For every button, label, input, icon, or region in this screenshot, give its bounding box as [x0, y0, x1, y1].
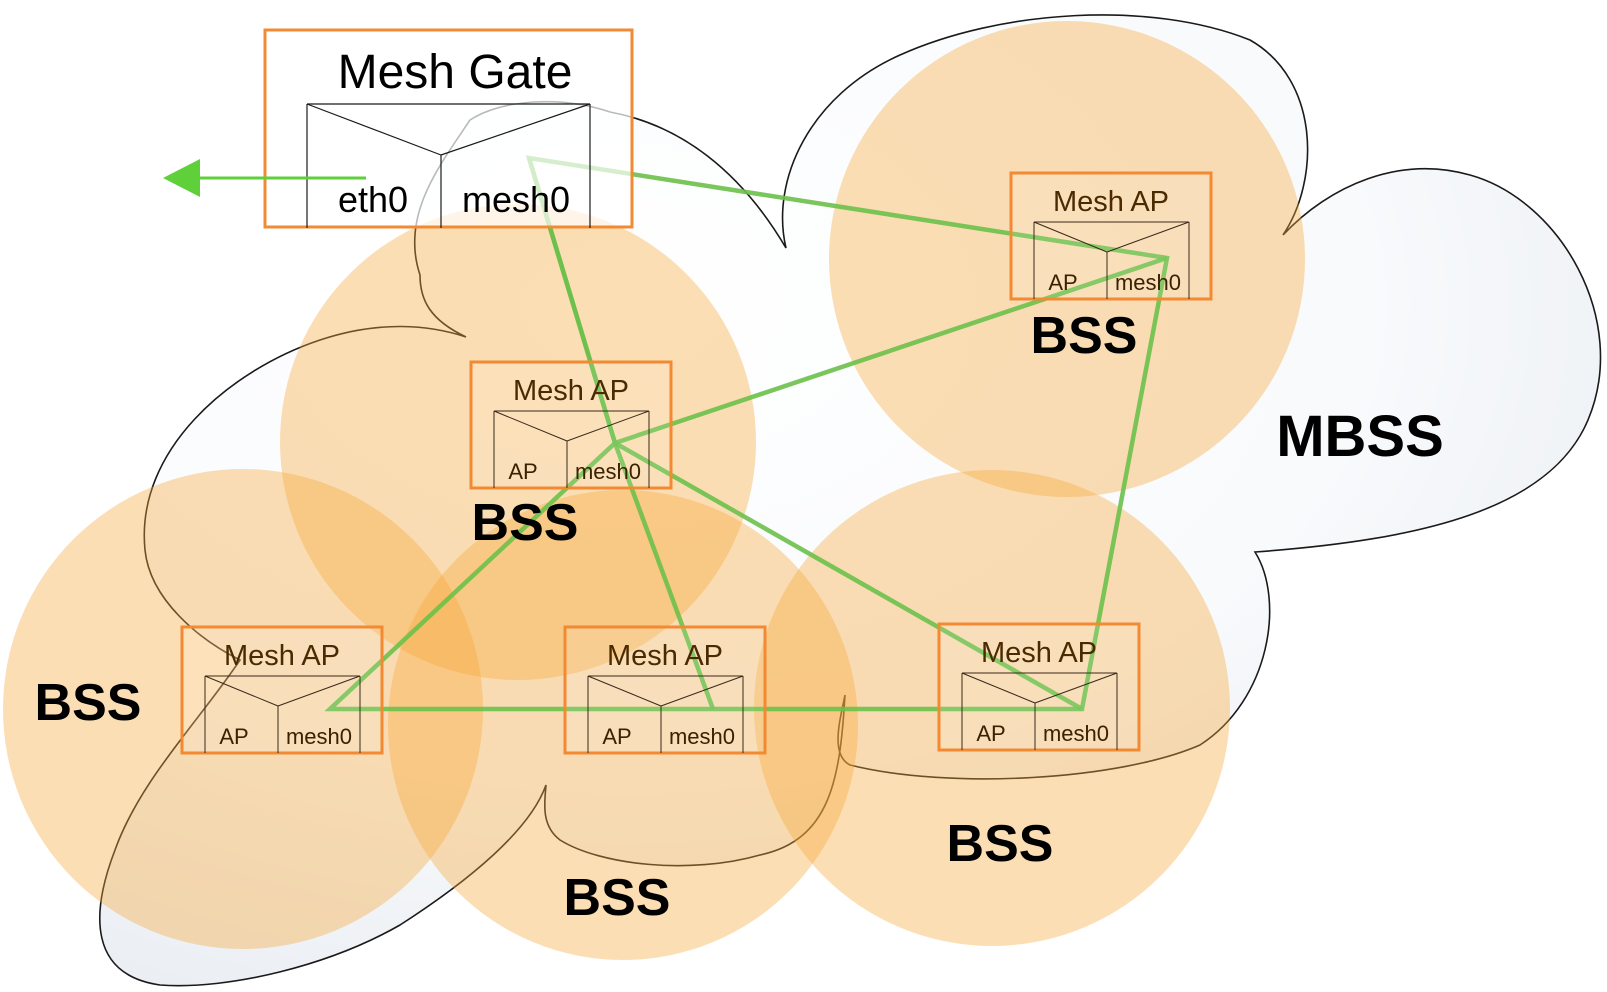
mesh-ap-box [563, 625, 767, 755]
bss-coverage-bottom-center [388, 490, 858, 960]
mesh-ap-port-ap: AP [976, 721, 1005, 746]
bss-label: BSS [947, 815, 1054, 873]
mesh-ap-port-mesh0: mesh0 [286, 724, 352, 749]
mesh-ap-box [469, 360, 673, 490]
arrow-left-icon [163, 159, 366, 197]
mesh-gate-box [263, 28, 634, 229]
mesh-gate-port-mesh0: mesh0 [462, 179, 570, 220]
bss-coverage-top-right [829, 21, 1305, 497]
bss-coverage-left [3, 469, 483, 949]
mesh-ap-node: Mesh AP AP mesh0 [937, 622, 1141, 752]
mesh-ap-title: Mesh AP [607, 640, 723, 672]
mesh-gate-port-eth0: eth0 [338, 179, 408, 220]
mesh-ap-node: Mesh AP AP mesh0 [1009, 171, 1213, 301]
bss-label: BSS [1031, 307, 1138, 365]
mesh-ap-title: Mesh AP [224, 640, 340, 672]
mesh-link-center-to-right [613, 441, 1084, 711]
mesh-ap-box [937, 622, 1141, 752]
mesh-ap-port-ap: AP [508, 459, 537, 484]
mesh-gate-node: Mesh Gate eth0 mesh0 [263, 28, 634, 229]
bss-label: BSS [472, 494, 579, 552]
mesh-ap-title: Mesh AP [981, 637, 1097, 669]
mesh-ap-interface-shape [961, 672, 1118, 750]
mesh-ap-port-ap: AP [602, 724, 631, 749]
mesh-ap-interface-shape [493, 410, 650, 488]
mesh-link-center-to-topright [614, 255, 1168, 446]
mesh-gate-interface-shape [306, 103, 591, 228]
mesh-ap-port-mesh0: mesh0 [1043, 721, 1109, 746]
bss-label: BSS [564, 869, 671, 927]
mesh-ap-box [180, 625, 384, 755]
bss-coverage-center-top [280, 204, 756, 680]
mesh-ap-node: Mesh AP AP mesh0 [180, 625, 384, 755]
mesh-ap-interface-shape [587, 675, 744, 753]
mbss-label: MBSS [1276, 404, 1444, 469]
mesh-ap-port-ap: AP [219, 724, 248, 749]
mesh-ap-title: Mesh AP [513, 375, 629, 407]
bss-label: BSS [35, 674, 142, 732]
mesh-ap-node: Mesh AP AP mesh0 [563, 625, 767, 755]
mesh-ap-port-mesh0: mesh0 [1115, 270, 1181, 295]
mesh-ap-box [1009, 171, 1213, 301]
bss-coverage-areas [3, 21, 1305, 960]
mesh-ap-port-ap: AP [1048, 270, 1077, 295]
mesh-ap-port-mesh0: mesh0 [575, 459, 641, 484]
mesh-ap-title: Mesh AP [1053, 186, 1169, 218]
mesh-ap-interface-shape [1033, 221, 1190, 299]
mesh-ap-port-mesh0: mesh0 [669, 724, 735, 749]
mesh-gate-title: Mesh Gate [338, 46, 573, 99]
mesh-ap-node: Mesh AP AP mesh0 [469, 360, 673, 490]
mesh-ap-interface-shape [204, 675, 361, 753]
